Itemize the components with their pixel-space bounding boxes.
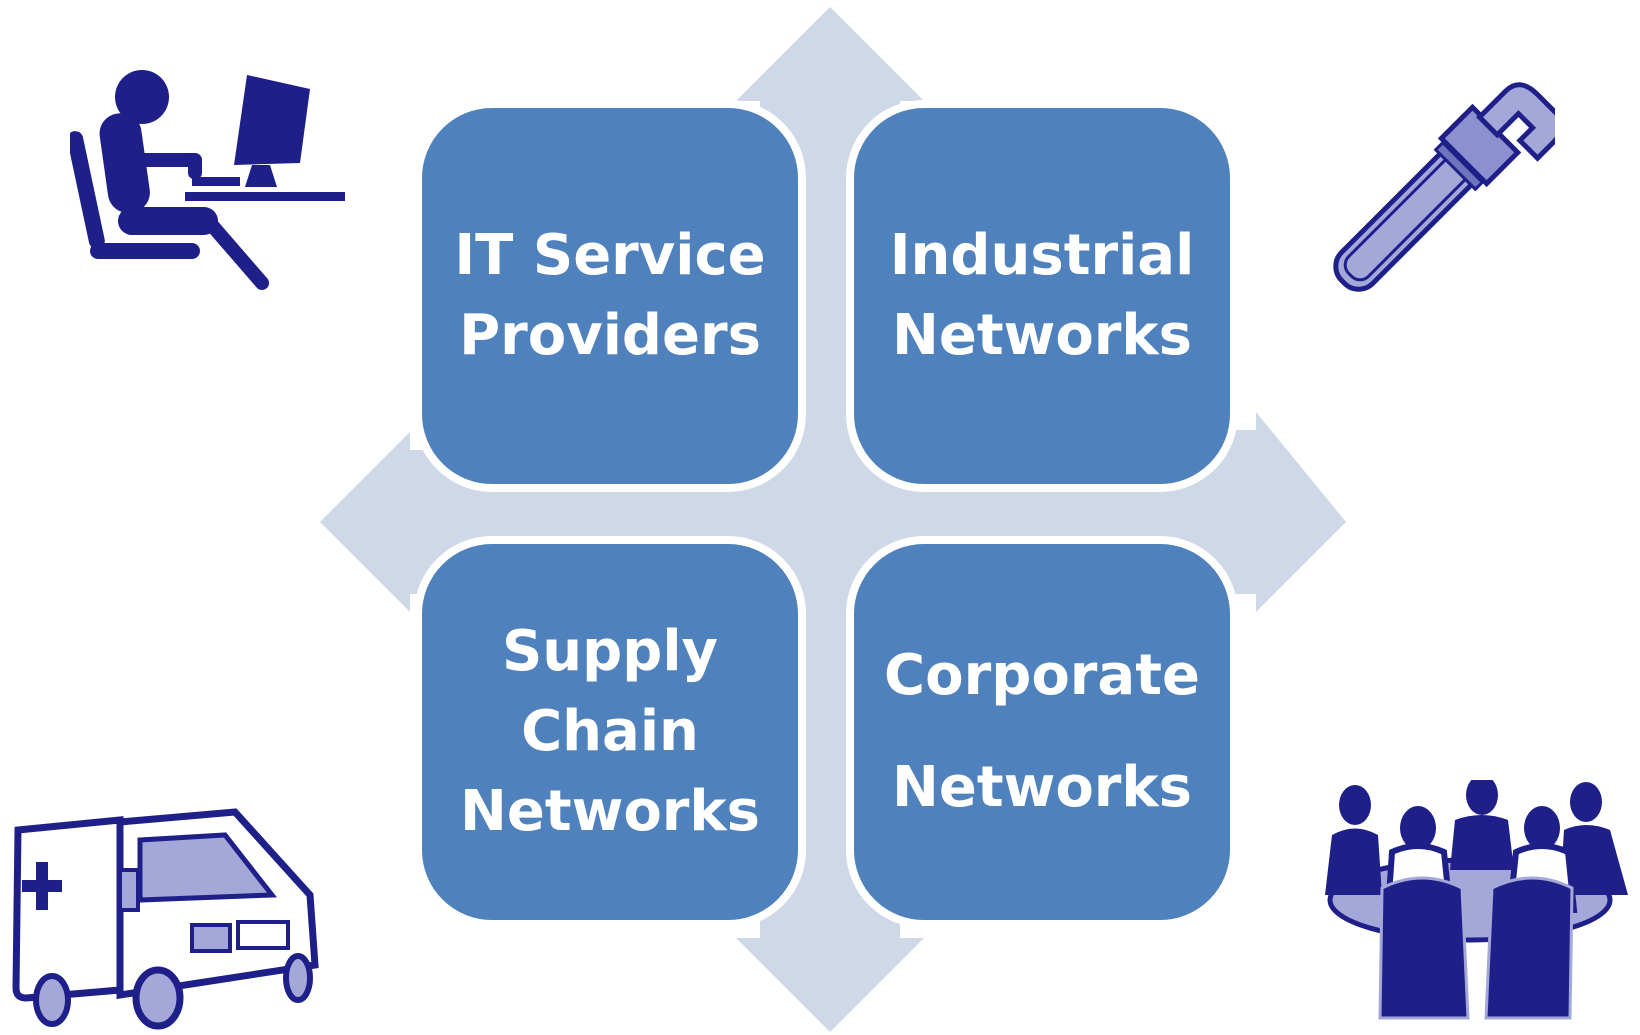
quadrant-industrial-networks: Industrial Networks <box>846 100 1238 492</box>
quadrant-label: Supply Chain Networks <box>459 619 760 844</box>
quadrant-corporate-networks: Corporate Networks <box>846 536 1238 928</box>
quadrant-label: IT Service Providers <box>454 223 766 368</box>
quadrant-it-service-providers: IT Service Providers <box>414 100 806 492</box>
quadrant-supply-chain-networks: Supply Chain Networks <box>414 536 806 928</box>
computer-worker-icon <box>70 70 345 290</box>
quadrant-label: Corporate Networks <box>884 643 1200 820</box>
business-meeting-icon <box>1325 780 1628 1020</box>
ambulance-icon <box>12 808 319 1030</box>
quadrant-label: Industrial Networks <box>889 223 1195 368</box>
pipe-wrench-icon <box>1333 82 1555 292</box>
